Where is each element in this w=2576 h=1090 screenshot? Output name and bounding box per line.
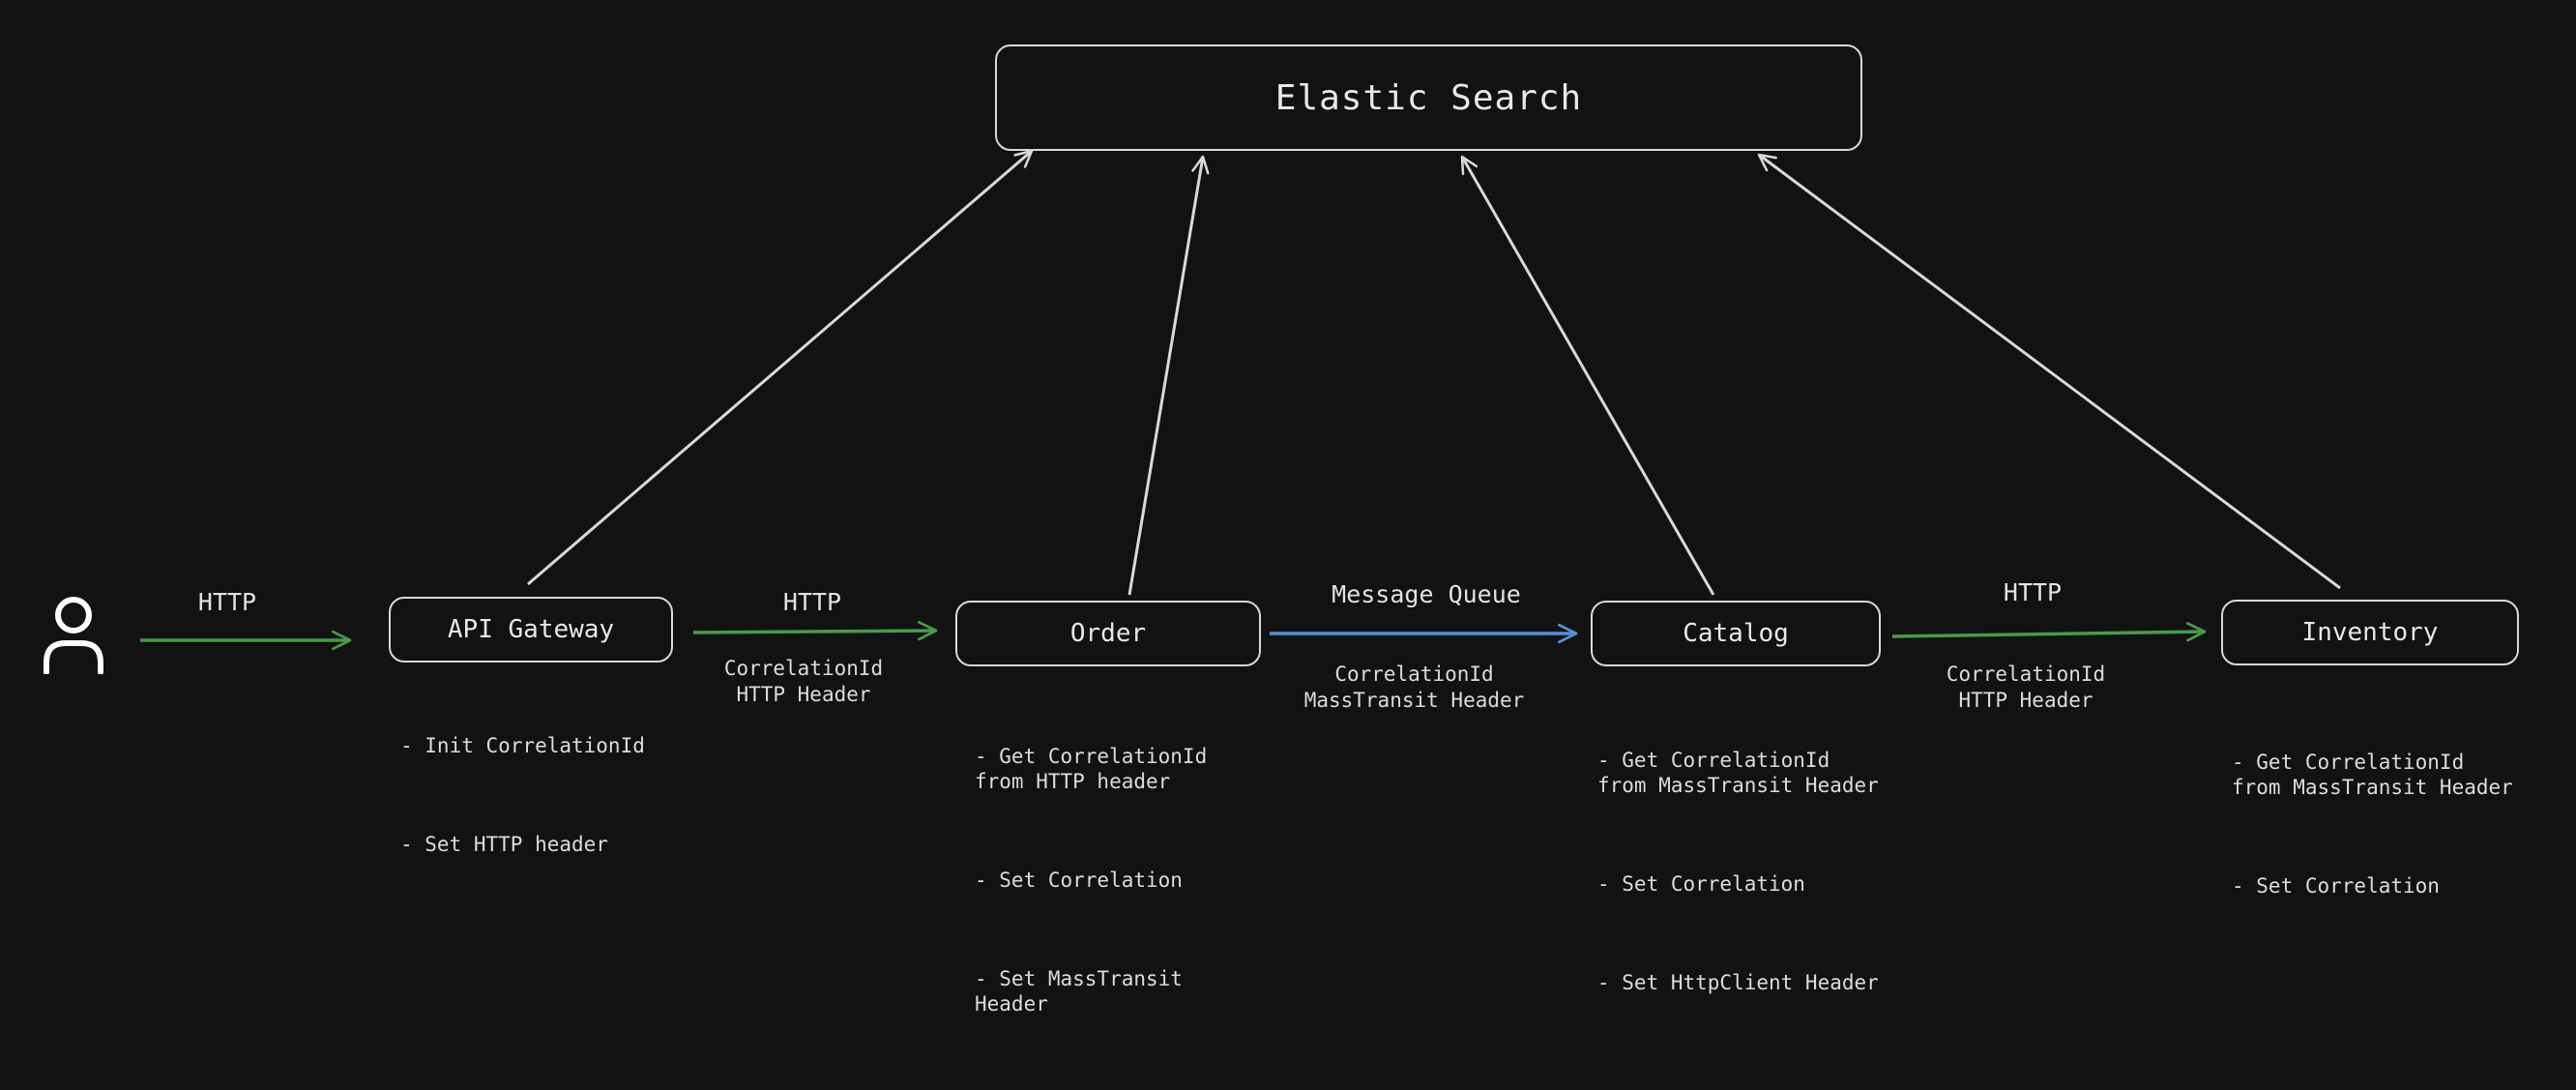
inventory-note: - Get CorrelationId from MassTransit Hea… xyxy=(2232,751,2513,799)
edge-user-gateway-title: HTTP xyxy=(197,588,257,616)
edge-order-catalog-note-2: MassTransit Header xyxy=(1303,689,1525,712)
connectors-layer xyxy=(140,149,2341,651)
arrow-gateway-to-order xyxy=(692,620,938,641)
diagram-canvas: Elastic Search API Gateway Order Catalog… xyxy=(44,44,2519,1016)
arrow-inventory-to-elastic xyxy=(1757,153,2341,590)
gateway-note: - Init CorrelationId xyxy=(400,734,645,757)
edge-catalog-inventory-note-2: HTTP Header xyxy=(1958,689,2093,712)
gateway-notes: - Init CorrelationId - Set HTTP header xyxy=(400,683,645,930)
inventory-label: Inventory xyxy=(2301,618,2439,647)
elastic-search-node: Elastic Search xyxy=(995,44,1862,151)
order-note: - Get CorrelationId from HTTP header xyxy=(975,745,1208,793)
user-icon xyxy=(44,597,103,674)
catalog-note: - Set Correlation xyxy=(1597,872,1805,896)
order-note: - Set Correlation xyxy=(975,869,1183,892)
arrow-gateway-to-elastic xyxy=(527,149,1034,586)
edge-order-catalog-note-1: CorrelationId xyxy=(1334,663,1494,686)
catalog-note: - Get CorrelationId from MassTransit Hea… xyxy=(1597,749,1879,797)
catalog-node: Catalog xyxy=(1591,601,1881,666)
inventory-note: - Set Correlation xyxy=(2232,874,2440,898)
order-label: Order xyxy=(1069,619,1147,648)
edge-catalog-inventory-note-1: CorrelationId xyxy=(1946,663,2106,686)
inventory-notes: - Get CorrelationId from MassTransit Hea… xyxy=(2232,699,2513,972)
arrow-order-to-elastic xyxy=(1127,155,1210,596)
edge-gateway-order-note-1: CorrelationId xyxy=(723,657,884,680)
inventory-node: Inventory xyxy=(2221,600,2519,665)
api-gateway-node: API Gateway xyxy=(389,597,673,663)
edge-catalog-inventory-title: HTTP xyxy=(2003,578,2063,606)
elastic-search-label: Elastic Search xyxy=(1274,77,1583,118)
edge-gateway-order-title: HTTP xyxy=(782,588,842,616)
order-note: - Set MassTransit Header xyxy=(975,967,1183,1016)
catalog-notes: - Get CorrelationId from MassTransit Hea… xyxy=(1597,697,1879,1069)
edge-order-catalog-title: Message Queue xyxy=(1332,580,1521,608)
arrow-catalog-to-inventory xyxy=(1891,622,2207,642)
catalog-label: Catalog xyxy=(1683,619,1789,648)
order-notes: - Get CorrelationId from HTTP header - S… xyxy=(975,693,1207,1090)
gateway-note: - Set HTTP header xyxy=(400,833,608,856)
arrow-catalog-to-elastic xyxy=(1460,155,1715,596)
api-gateway-label: API Gateway xyxy=(447,615,615,644)
catalog-note: - Set HttpClient Header xyxy=(1597,971,1879,994)
order-node: Order xyxy=(955,601,1261,666)
edge-gateway-order-note-2: HTTP Header xyxy=(736,683,871,706)
